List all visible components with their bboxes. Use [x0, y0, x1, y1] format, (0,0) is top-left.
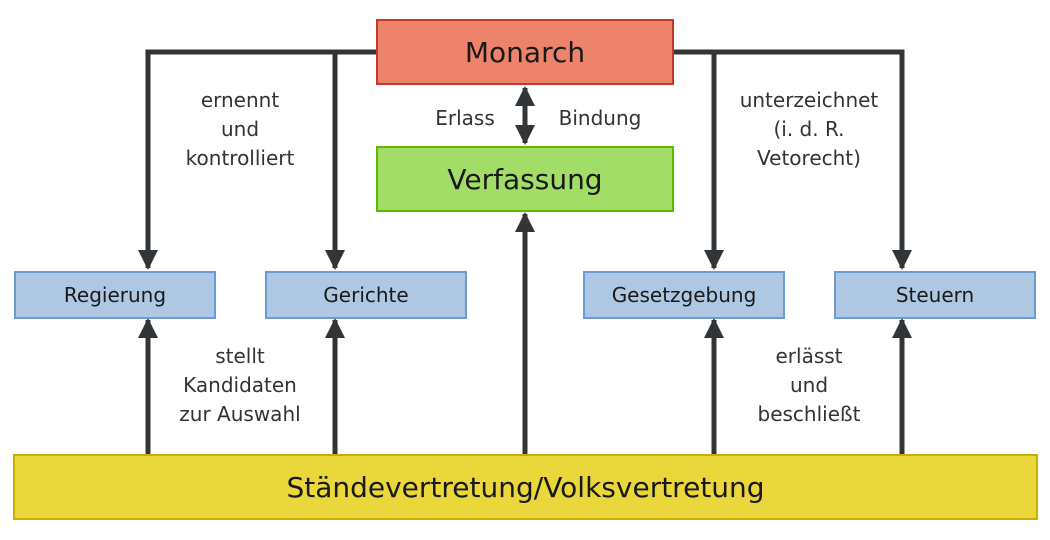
label-erlass: Erlass	[435, 106, 495, 130]
label-line: zur Auswahl	[179, 402, 301, 426]
label-line: beschließt	[757, 402, 861, 426]
label-bindung: Bindung	[558, 106, 642, 130]
label-line: kontrolliert	[185, 146, 295, 170]
label-line: Kandidaten	[183, 373, 297, 397]
label-line: und	[789, 373, 829, 397]
parliament-box: Ständevertretung/Volksvertretung	[13, 454, 1038, 520]
label-line: Vetorecht)	[757, 146, 861, 170]
verfassung-box: Verfassung	[376, 146, 674, 212]
edge-monarch-regierung	[138, 49, 378, 270]
label-ernennt-kontrolliert: ernennt und kontrolliert	[160, 86, 320, 173]
label-line: (i. d. R.	[773, 117, 845, 141]
label-line: und	[220, 117, 260, 141]
edge-monarch-gesetzgebung	[672, 49, 912, 270]
label-line: stellt	[215, 344, 265, 368]
label-line: ernennt	[200, 88, 280, 112]
gesetzgebung-box: Gesetzgebung	[583, 271, 785, 319]
label-line: unterzeichnet	[739, 88, 879, 112]
monarch-box: Monarch	[376, 19, 674, 85]
label-stellt-kandidaten: stellt Kandidaten zur Auswahl	[160, 342, 320, 429]
label-unterzeichnet-vetorecht: unterzeichnet (i. d. R. Vetorecht)	[718, 86, 900, 173]
label-line: erlässt	[775, 344, 843, 368]
gerichte-box: Gerichte	[265, 271, 467, 319]
steuern-box: Steuern	[834, 271, 1036, 319]
regierung-box: Regierung	[14, 271, 216, 319]
label-erlaesst-beschliesst: erlässt und beschließt	[728, 342, 890, 429]
